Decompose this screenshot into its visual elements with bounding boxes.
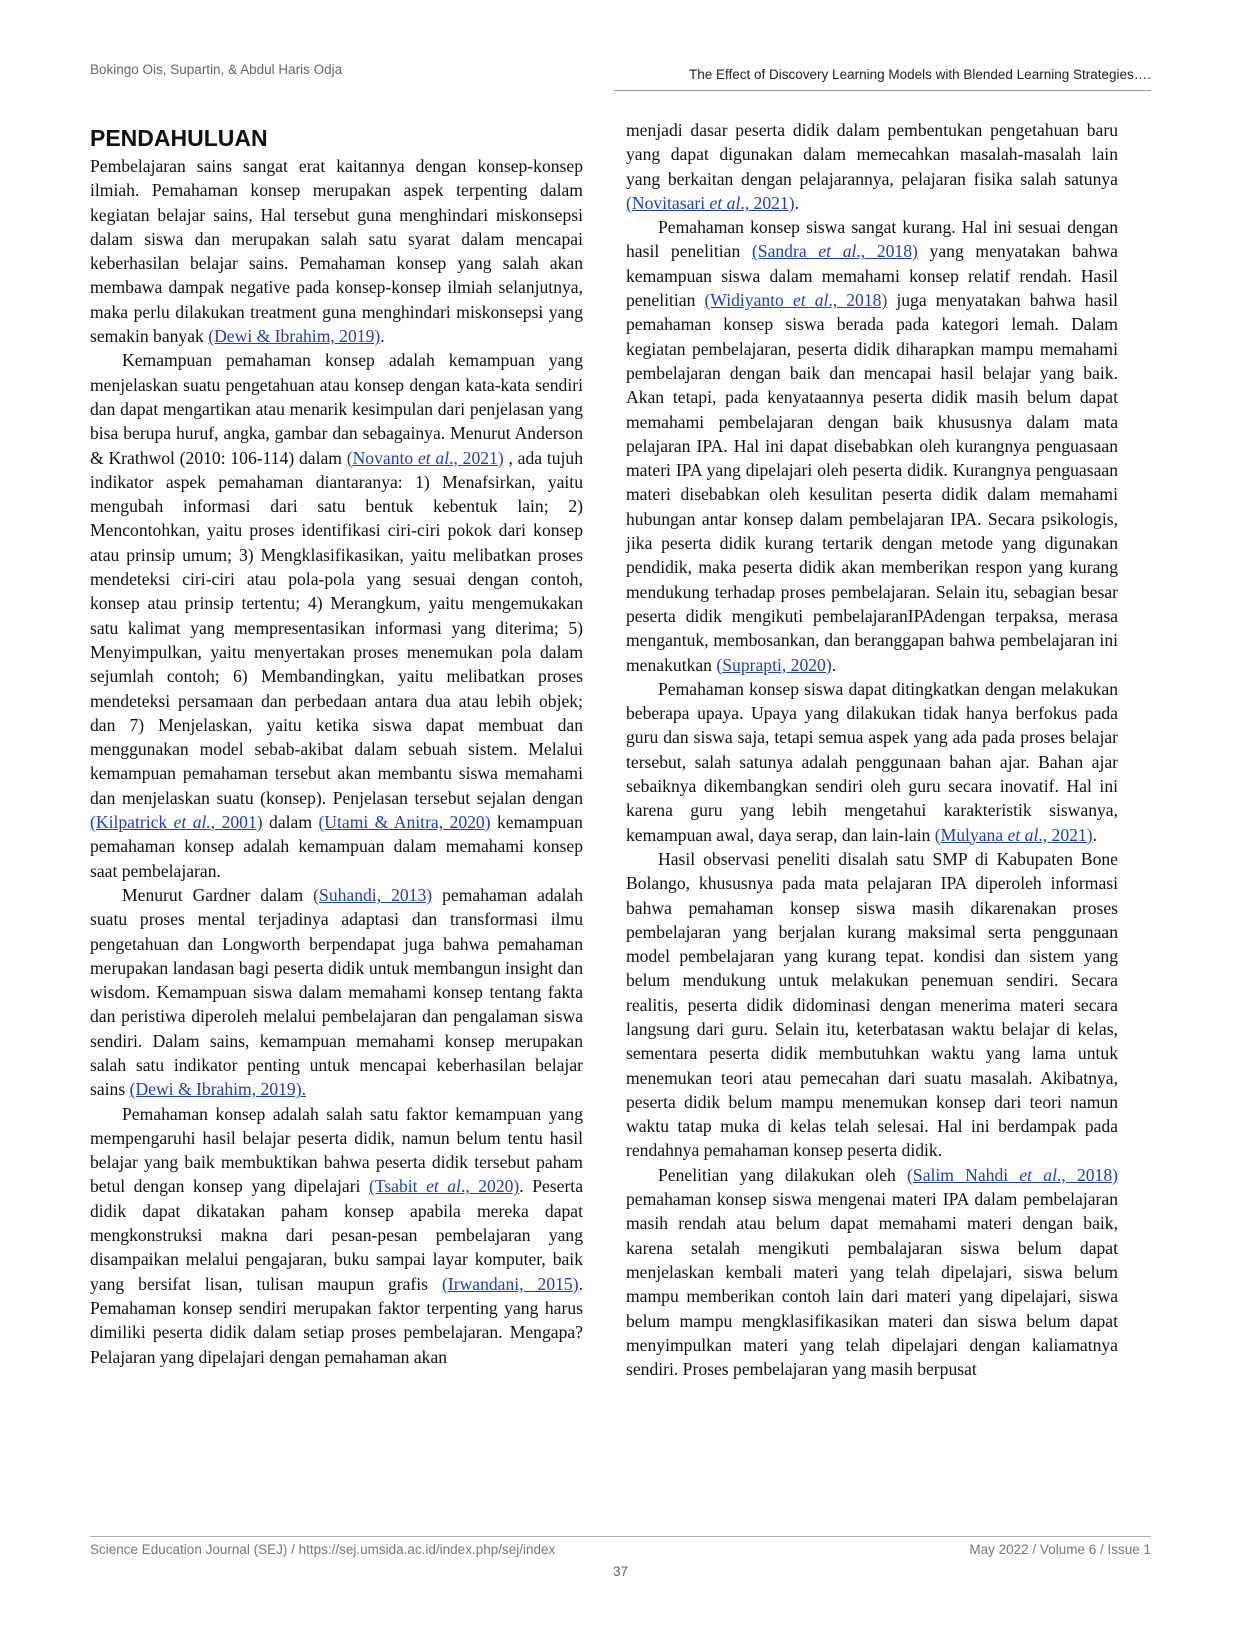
paragraph-text: yang menyatakan bahwa kemampuan siswa da… bbox=[626, 241, 1118, 311]
citation-link[interactable]: (Mulyana et al., 2021) bbox=[935, 825, 1093, 845]
footer-journal: Science Education Journal (SEJ) / https:… bbox=[90, 1542, 556, 1557]
citation-author: (Tsabit bbox=[368, 1176, 427, 1197]
citation-link[interactable]: (Kilpatrick et al., 2001) bbox=[90, 812, 263, 832]
citation-etal: et al bbox=[709, 192, 741, 213]
footer-issue: May 2022 / Volume 6 / Issue 1 bbox=[969, 1542, 1151, 1557]
citation-etal: et al bbox=[818, 241, 857, 262]
paragraph: Pembelajaran sains sangat erat kaitannya… bbox=[90, 154, 583, 348]
paragraph-text: Pemahaman konsep adalah salah satu fakto… bbox=[90, 1103, 583, 1197]
paragraph-text: menjadi dasar peserta didik dalam pemben… bbox=[626, 120, 1118, 189]
running-header-authors: Bokingo Ois, Supartin, & Abdul Haris Odj… bbox=[90, 62, 343, 77]
citation-year: ., 2021) bbox=[1038, 824, 1093, 845]
paragraph-text: . Pemahaman konsep sendiri merupakan fak… bbox=[90, 1273, 583, 1367]
citation-etal: et al bbox=[426, 1176, 461, 1197]
citation-link[interactable]: (Suhandi, 2013) bbox=[313, 884, 433, 905]
citation-author: (Widiyanto bbox=[704, 290, 793, 311]
paragraph-text: Pemahaman konsep siswa sangat kurang. Ha… bbox=[626, 217, 1118, 262]
citation-etal: et al bbox=[1019, 1164, 1057, 1185]
citation-author: (Novanto bbox=[346, 447, 418, 468]
citation-link[interactable]: (Tsabit et al., 2020) bbox=[369, 1176, 519, 1196]
right-column: menjadi dasar peserta didik dalam pemben… bbox=[626, 118, 1118, 1381]
citation-author: (Novitasari bbox=[626, 192, 710, 213]
citation-link[interactable]: (Novitasari et al., 2021) bbox=[626, 193, 795, 213]
paragraph-text: , ada tujuh indikator aspek pemahaman di… bbox=[90, 447, 583, 808]
citation-year: , 2001) bbox=[210, 812, 263, 833]
paragraph-text: Pemahaman konsep siswa dapat ditingkatka… bbox=[626, 678, 1118, 845]
paragraph-text: Penelitian yang dilakukan oleh bbox=[658, 1164, 908, 1185]
citation-author: (Mulyana bbox=[934, 824, 1008, 845]
paragraph-text: . bbox=[794, 192, 799, 213]
paragraph-text: pemahaman adalah suatu proses mental ter… bbox=[90, 884, 584, 1100]
paragraph: Menurut Gardner dalam (Suhandi, 2013) pe… bbox=[90, 883, 583, 1102]
citation-year: ., 2020) bbox=[460, 1176, 520, 1197]
citation-link[interactable]: (Dewi & Ibrahim, 2019). bbox=[129, 1079, 306, 1100]
paragraph-text: Hasil observasi peneliti disalah satu SM… bbox=[626, 848, 1118, 1161]
citation-etal: et al bbox=[1007, 824, 1039, 845]
section-heading: PENDAHULUAN bbox=[90, 125, 268, 151]
citation-link[interactable]: (Novanto et al., 2021) bbox=[347, 448, 504, 468]
paragraph: Penelitian yang dilakukan oleh (Salim Na… bbox=[626, 1163, 1118, 1382]
citation-link[interactable]: (Suprapti, 2020) bbox=[716, 654, 832, 675]
paragraph: Pemahaman konsep siswa sangat kurang. Ha… bbox=[626, 215, 1118, 677]
paragraph-text: . Peserta didik dapat dikatakan paham ko… bbox=[90, 1176, 583, 1294]
paragraph-text: kemampuan pemahaman konsep adalah kemamp… bbox=[90, 812, 583, 881]
citation-link[interactable]: (Salim Nahdi et al., 2018) bbox=[907, 1165, 1118, 1185]
citation-author: (Kilpatrick bbox=[90, 812, 174, 833]
citation-author: (Sandra bbox=[751, 241, 819, 262]
paragraph: menjadi dasar peserta didik dalam pemben… bbox=[626, 118, 1118, 215]
page-number: 37 bbox=[612, 1564, 629, 1579]
paragraph: Hasil observasi peneliti disalah satu SM… bbox=[626, 847, 1118, 1163]
running-header-title: The Effect of Discovery Learning Models … bbox=[689, 67, 1151, 82]
paragraph: Pemahaman konsep siswa dapat ditingkatka… bbox=[626, 677, 1118, 847]
citation-link[interactable]: (Widiyanto et al., 2018) bbox=[704, 290, 887, 310]
citation-year: ., 2018) bbox=[828, 290, 888, 311]
paragraph-text: . bbox=[831, 654, 837, 675]
citation-author: (Salim Nahdi bbox=[907, 1164, 1020, 1185]
citation-etal: et al bbox=[792, 290, 829, 311]
paragraph-text: pemahaman konsep siswa mengenai materi I… bbox=[626, 1189, 1118, 1380]
footer-rule bbox=[90, 1536, 1151, 1537]
citation-etal: et al. bbox=[173, 812, 211, 833]
citation-year: ., 2021) bbox=[449, 447, 504, 468]
paragraph-text: . bbox=[380, 326, 385, 347]
paragraph: Kemampuan pemahaman konsep adalah kemamp… bbox=[90, 348, 583, 883]
citation-etal: et al bbox=[417, 447, 450, 468]
citation-link[interactable]: (Irwandani, 2015) bbox=[442, 1273, 579, 1294]
paragraph-text: juga menyatakan bahwa hasil pemahaman ko… bbox=[626, 290, 1119, 675]
header-rule bbox=[614, 90, 1151, 91]
paragraph-text: Kemampuan pemahaman konsep adalah kemamp… bbox=[90, 350, 583, 468]
paragraph-text: Menurut Gardner dalam bbox=[122, 884, 314, 905]
paragraph-text: . bbox=[1092, 824, 1097, 845]
citation-link[interactable]: (Utami & Anitra, 2020) bbox=[318, 812, 491, 833]
citation-link[interactable]: (Sandra et al., 2018) bbox=[752, 241, 918, 261]
citation-year: ., 2021) bbox=[740, 192, 795, 213]
citation-year: ., 2018) bbox=[856, 241, 918, 262]
paragraph: Pemahaman konsep adalah salah satu fakto… bbox=[90, 1102, 583, 1369]
paragraph-text: Pembelajaran sains sangat erat kaitannya… bbox=[90, 156, 583, 347]
citation-year: ., 2018) bbox=[1056, 1164, 1119, 1185]
citation-link[interactable]: (Dewi & Ibrahim, 2019) bbox=[208, 326, 381, 347]
paragraph-text: dalam bbox=[262, 812, 319, 833]
left-column: PENDAHULUAN Pembelajaran sains sangat er… bbox=[90, 124, 583, 1369]
